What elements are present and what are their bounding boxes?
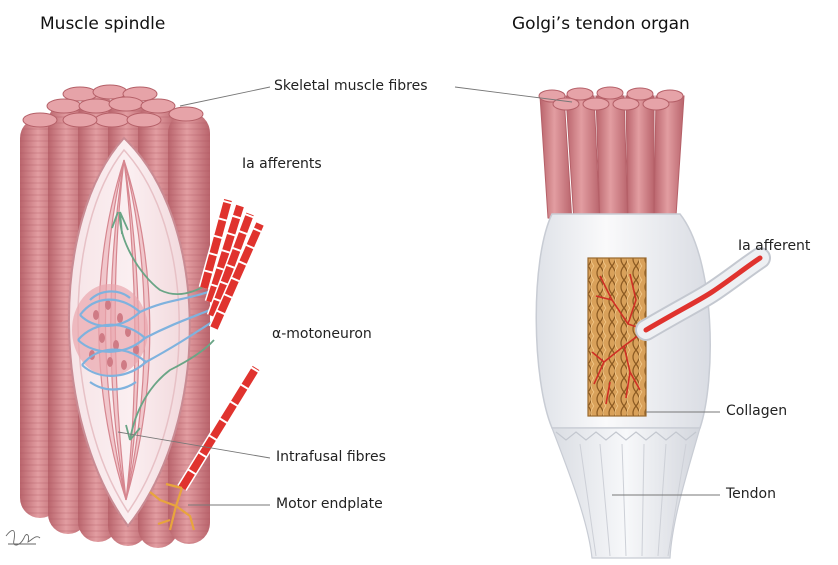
label-ia-afferents: Ia afferents xyxy=(242,156,322,172)
title-golgi-tendon-organ: Golgi’s tendon organ xyxy=(512,14,690,34)
label-alpha-motoneuron: α-motoneuron xyxy=(272,326,372,342)
label-intrafusal-fibres: Intrafusal fibres xyxy=(276,449,386,465)
label-motor-endplate: Motor endplate xyxy=(276,496,383,512)
artist-signature xyxy=(6,530,40,545)
label-skeletal-muscle-fibres: Skeletal muscle fibres xyxy=(274,78,428,94)
label-collagen: Collagen xyxy=(726,403,787,419)
label-ia-afferent: Ia afferent xyxy=(738,238,810,254)
collagen-window xyxy=(588,258,646,416)
ia-afferent-bundle xyxy=(204,200,260,328)
muscle-spindle-illustration xyxy=(20,85,260,548)
skeletal-muscle-fibres-right xyxy=(539,87,684,226)
leader-skeletal-left xyxy=(180,87,270,106)
label-tendon: Tendon xyxy=(726,486,776,502)
title-muscle-spindle: Muscle spindle xyxy=(40,14,165,34)
